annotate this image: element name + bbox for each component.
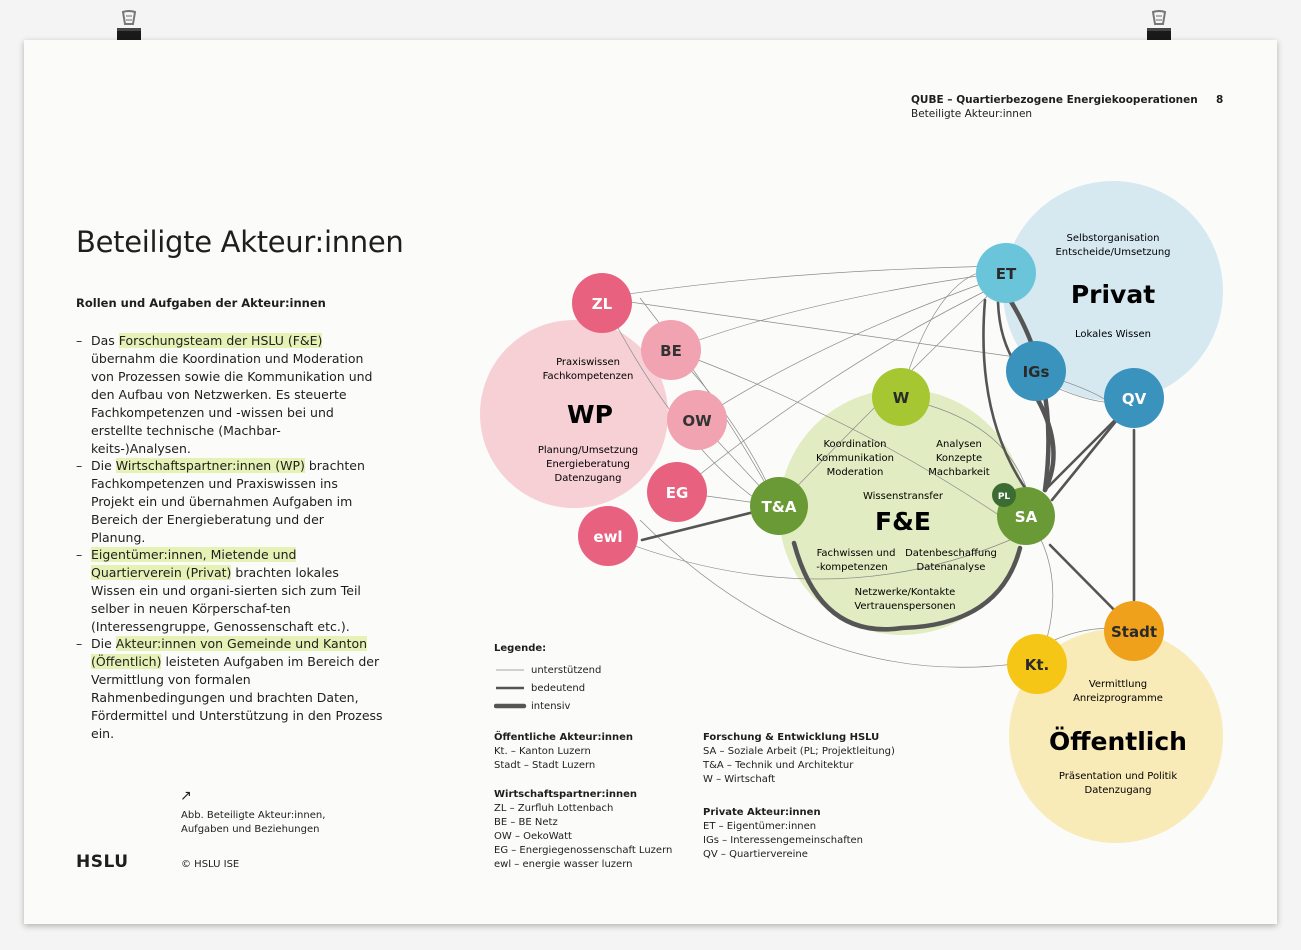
legend-item-significant: bedeutend	[531, 683, 586, 694]
arrow-up-right-icon: ↗	[180, 788, 192, 804]
svg-text:ZL: ZL	[592, 295, 613, 313]
node-stadt: Stadt	[1104, 601, 1164, 661]
fe-left-1: Koordination	[824, 439, 887, 450]
svg-text:EG: EG	[666, 484, 689, 502]
paragraph-privat: – Eigentümer:innen, Mietende und Quartie…	[76, 547, 361, 634]
wp-text-3: Planung/Umsetzung	[538, 445, 638, 456]
fe-left-3: Moderation	[827, 467, 884, 478]
node-et: ET	[976, 243, 1036, 303]
node-ewl: ewl	[578, 506, 638, 566]
fe-left-2: Kommunikation	[816, 453, 894, 464]
page-title: Beteiligte Akteur:innen	[76, 225, 404, 259]
dash: –	[76, 547, 83, 562]
fe-right-2: Konzepte	[936, 453, 982, 464]
node-be: BE	[641, 320, 701, 380]
wp-text-2: Fachkompetenzen	[543, 371, 634, 382]
fe-bottom-right-1: Datenbeschaffung	[905, 548, 997, 559]
oeff-label: Öffentlich	[1049, 726, 1187, 756]
section-subtitle: Rollen und Aufgaben der Akteur:innen	[76, 296, 326, 310]
privat-label: Privat	[1071, 280, 1155, 309]
svg-text:PL: PL	[998, 492, 1011, 502]
paragraph-oeffentlich: – Die Akteur:innen von Gemeinde und Kant…	[76, 636, 383, 741]
wp-text-5: Datenzugang	[555, 473, 622, 484]
fe-right-3: Machbarkeit	[928, 467, 990, 478]
node-kt: Kt.	[1007, 634, 1067, 694]
svg-text:IGs: IGs	[1023, 363, 1050, 381]
svg-text:OW: OW	[682, 412, 712, 430]
binder-clip-icon	[117, 10, 141, 42]
svg-text:T&A: T&A	[762, 498, 797, 516]
svg-text:ET: ET	[996, 265, 1017, 283]
legend-research: Forschung & Entwicklung HSLU SA – Sozial…	[703, 732, 895, 785]
figure-caption: Abb. Beteiligte Akteur:innen, Aufgaben u…	[181, 810, 326, 835]
paragraph-wp: – Die Wirtschaftspartner:innen (WP) brac…	[76, 458, 365, 545]
svg-text:BE: BE	[660, 342, 682, 360]
oeff-top-1: Vermittlung	[1089, 679, 1147, 690]
legend-line-samples	[494, 669, 527, 709]
svg-text:QV: QV	[1122, 390, 1147, 408]
group-fe-circle	[779, 389, 1025, 635]
legend-private: Private Akteur:innen ET – Eigentümer:inn…	[703, 807, 864, 860]
highlight: Forschungsteam der HSLU (F&E)	[118, 333, 323, 348]
privat-top-2: Entscheide/Umsetzung	[1055, 247, 1170, 258]
fe-bottom-2: Vertrauenspersonen	[854, 601, 955, 612]
running-header: QUBE – Quartierbezogene Energiekooperati…	[911, 93, 1198, 121]
node-ow: OW	[667, 390, 727, 450]
legend-business: Wirtschaftspartner:innen ZL – Zurfluh Lo…	[494, 789, 673, 870]
binder-clip-icon	[1147, 10, 1171, 42]
node-eg: EG	[647, 462, 707, 522]
node-qv: QV	[1104, 368, 1164, 428]
svg-text:SA: SA	[1015, 508, 1038, 526]
fe-bottom-right-2: Datenanalyse	[917, 562, 986, 573]
wp-label: WP	[567, 400, 613, 429]
svg-text:Kt.: Kt.	[1025, 656, 1050, 674]
legend-item-supporting: unterstützend	[531, 665, 602, 676]
fe-sublabel: Wissenstransfer	[863, 491, 944, 502]
page-number: 8	[1216, 94, 1224, 106]
dash: –	[76, 458, 83, 473]
dash: –	[76, 333, 83, 348]
node-w: W	[872, 368, 930, 426]
dash: –	[76, 636, 83, 651]
svg-text:ewl: ewl	[593, 528, 622, 546]
copyright: © HSLU ISE	[181, 859, 240, 870]
node-zl: ZL	[572, 273, 632, 333]
highlight: Wirtschaftspartner:innen (WP)	[115, 458, 305, 473]
fe-bottom-1: Netzwerke/Kontakte	[855, 587, 956, 598]
paragraph-fe: – Das Forschungsteam der HSLU (F&E) über…	[76, 333, 373, 456]
header-title: QUBE – Quartierbezogene Energiekooperati…	[911, 94, 1198, 106]
legend-title: Legende:	[494, 643, 547, 654]
group-wp-circle	[480, 320, 668, 508]
wp-text-1: Praxiswissen	[556, 357, 620, 368]
fe-bottom-left-2: -kompetenzen	[816, 562, 888, 573]
node-ta: T&A	[750, 477, 808, 535]
oeff-top-2: Anreizprogramme	[1073, 693, 1163, 704]
fe-right-1: Analysen	[936, 439, 982, 450]
node-igs: IGs	[1006, 341, 1066, 401]
oeff-bottom-2: Datenzugang	[1085, 785, 1152, 796]
group-privat-circle	[1003, 181, 1223, 401]
svg-text:Stadt: Stadt	[1111, 623, 1157, 641]
fe-label: F&E	[875, 507, 931, 536]
legend-public: Öffentliche Akteur:innen Kt. – Kanton Lu…	[494, 732, 634, 771]
svg-text:W: W	[893, 389, 910, 407]
hslu-logo: HSLU	[76, 852, 129, 872]
group-oeffentlich-circle	[1009, 629, 1223, 843]
node-pl: PL	[992, 483, 1016, 507]
privat-bottom-1: Lokales Wissen	[1075, 329, 1151, 340]
header-subtitle: Beteiligte Akteur:innen	[911, 108, 1033, 120]
legend-item-intensive: intensiv	[531, 701, 571, 712]
wp-text-4: Energieberatung	[546, 459, 630, 470]
privat-top-1: Selbstorganisation	[1067, 233, 1160, 244]
fe-bottom-left-1: Fachwissen und	[817, 548, 896, 559]
oeff-bottom-1: Präsentation und Politik	[1059, 771, 1177, 782]
